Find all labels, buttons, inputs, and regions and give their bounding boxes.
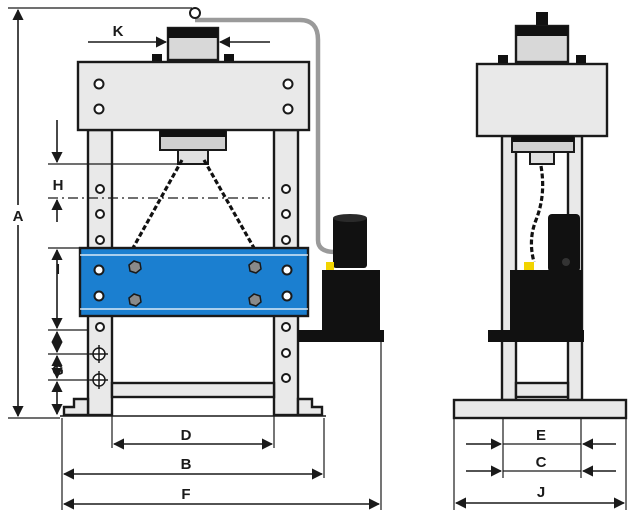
side-ram-band	[512, 136, 574, 142]
ram-housing-band	[160, 130, 226, 137]
lower-crossbar	[110, 381, 276, 399]
top-crossbeam	[76, 60, 311, 132]
left-foot	[62, 397, 90, 417]
dimension-labels: A K H I G D B F E C J	[9, 23, 547, 503]
label-C: C	[536, 454, 547, 471]
post-hole	[95, 235, 105, 245]
post-hole	[95, 184, 105, 194]
side-pump-reservoir	[510, 270, 582, 332]
side-ram-piston	[529, 151, 555, 165]
bed-hole	[93, 290, 105, 302]
side-top-beam	[475, 62, 609, 138]
top-nut-right	[224, 54, 234, 62]
right-foot	[296, 397, 324, 417]
blue-work-bed	[78, 246, 310, 318]
side-view	[452, 12, 628, 420]
label-D: D	[181, 427, 192, 444]
hex-bolt-icon	[128, 260, 262, 307]
side-lower-bar	[514, 381, 570, 399]
side-top-nut-right	[576, 55, 586, 63]
post-hole	[281, 373, 291, 383]
crosshair-pin-icon	[90, 345, 108, 363]
label-H: H	[53, 177, 64, 194]
chain-left	[131, 159, 184, 249]
chain-right	[202, 159, 256, 249]
label-F: F	[181, 486, 190, 503]
hydraulic-hose	[195, 17, 336, 255]
beam-hole	[282, 103, 294, 115]
side-cylinder-cap	[516, 26, 568, 36]
beam-hole	[93, 78, 105, 90]
side-top-nut-left	[498, 55, 508, 63]
label-A: A	[13, 208, 24, 225]
side-pump-gauge	[562, 258, 570, 266]
bed-hole	[281, 264, 293, 276]
post-hole	[281, 348, 291, 358]
label-J: J	[537, 484, 545, 501]
beam-hole	[282, 78, 294, 90]
side-post-left	[500, 134, 518, 402]
yellow-connector	[326, 262, 334, 270]
hose-fitting	[189, 7, 201, 19]
label-I: I	[56, 261, 60, 278]
post-holes	[95, 184, 291, 383]
bed-hole	[93, 264, 105, 276]
side-pump-bracket	[488, 330, 584, 342]
front-view	[60, 7, 384, 417]
beam-hole	[93, 103, 105, 115]
side-cylinder-knob	[536, 12, 548, 26]
ram-piston	[177, 149, 209, 165]
post-hole	[281, 235, 291, 245]
post-hole	[281, 184, 291, 194]
post-hole	[95, 209, 105, 219]
bed-hole	[281, 290, 293, 302]
side-base	[452, 398, 628, 420]
side-pump-motor	[548, 214, 580, 272]
side-chain	[529, 165, 545, 263]
crosshair-pin-icon	[90, 371, 108, 389]
label-E: E	[536, 427, 546, 444]
post-hole	[95, 322, 105, 332]
top-cylinder-cap	[168, 28, 218, 38]
pump-motor	[333, 216, 367, 268]
side-yellow-connector	[524, 262, 534, 270]
pump-bracket	[298, 330, 384, 342]
pump-motor-top	[333, 214, 367, 222]
post-hole	[281, 322, 291, 332]
label-B: B	[181, 456, 192, 473]
label-K: K	[113, 23, 124, 40]
label-A-bg	[9, 205, 27, 225]
label-G: G	[52, 362, 64, 379]
pump-reservoir	[322, 270, 380, 332]
top-nut-left	[152, 54, 162, 62]
post-hole	[281, 209, 291, 219]
